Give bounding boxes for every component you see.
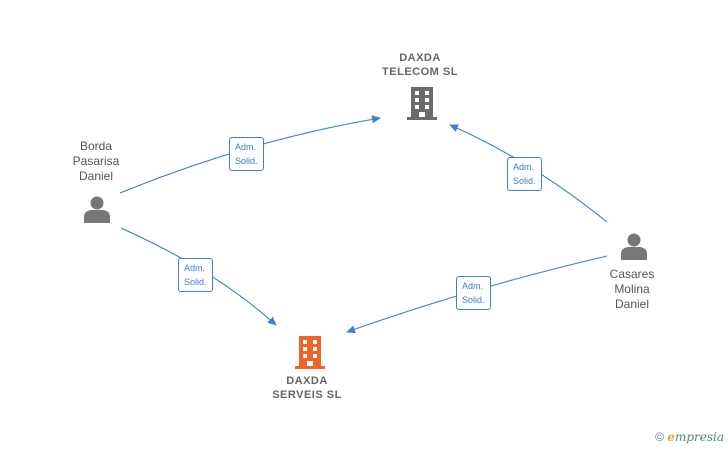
building-icon[interactable] bbox=[406, 85, 438, 121]
person-icon[interactable] bbox=[83, 195, 111, 223]
edge-label-casares-serveis[interactable]: Adm. Solid. bbox=[456, 276, 491, 310]
copyright-icon: © bbox=[655, 430, 664, 444]
person-label-casares: Casares Molina Daniel bbox=[609, 267, 655, 311]
building-icon[interactable] bbox=[294, 334, 326, 370]
person-icon[interactable] bbox=[620, 232, 648, 260]
edge-label-borda-telecom[interactable]: Adm. Solid. bbox=[229, 137, 264, 171]
edge-label-borda-serveis[interactable]: Adm. Solid. bbox=[178, 258, 213, 292]
brand-name: mpresia bbox=[674, 430, 724, 444]
company-label-telecom: DAXDA TELECOM SL bbox=[382, 52, 458, 78]
company-label-serveis: DAXDA SERVEIS SL bbox=[272, 375, 342, 401]
footer-brand: © empresia bbox=[655, 430, 724, 444]
edge-label-casares-telecom[interactable]: Adm. Solid. bbox=[507, 157, 542, 191]
brand-initial: e bbox=[667, 430, 675, 444]
person-label-borda: Borda Pasarisa Daniel bbox=[72, 139, 120, 183]
